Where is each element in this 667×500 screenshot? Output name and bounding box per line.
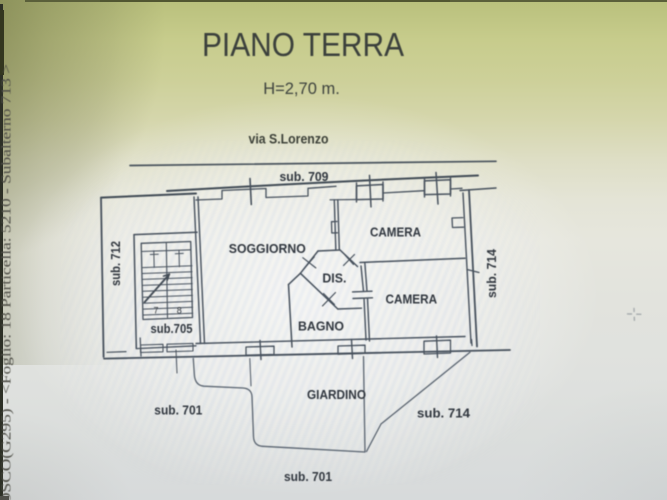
svg-text:sub.705: sub.705	[151, 321, 193, 336]
svg-text:8: 8	[177, 306, 182, 316]
svg-text:via S.Lorenzo: via S.Lorenzo	[249, 131, 329, 147]
svg-text:H=2,70 m.: H=2,70 m.	[263, 80, 340, 98]
svg-text:OSCO(G295) - <Foglio: 18 Parti: OSCO(G295) - <Foglio: 18 Particella: 521…	[0, 64, 15, 500]
svg-text:sub. 714: sub. 714	[417, 406, 471, 421]
svg-text:sub. 709: sub. 709	[280, 169, 329, 184]
svg-text:sub. 714: sub. 714	[484, 248, 499, 298]
svg-text:CAMERA: CAMERA	[370, 225, 422, 240]
svg-text:SOGGIORNO: SOGGIORNO	[229, 241, 306, 256]
svg-text:7: 7	[153, 306, 158, 316]
svg-text:sub. 701: sub. 701	[284, 469, 332, 484]
svg-text:GIARDINO: GIARDINO	[307, 387, 366, 402]
svg-text:BAGNO: BAGNO	[298, 319, 344, 334]
svg-text:DIS.: DIS.	[322, 271, 346, 286]
svg-text:sub. 701: sub. 701	[154, 403, 202, 418]
svg-text:PIANO TERRA: PIANO TERRA	[202, 26, 404, 63]
svg-text:sub. 712: sub. 712	[108, 241, 123, 286]
svg-text:CAMERA: CAMERA	[386, 292, 438, 307]
